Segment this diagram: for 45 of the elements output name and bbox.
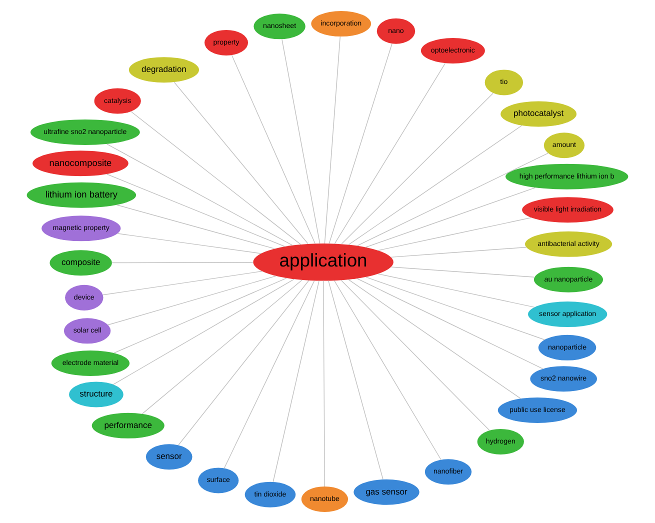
connector (108, 276, 276, 326)
connector (111, 262, 254, 264)
connector (282, 39, 320, 244)
connector (348, 125, 522, 246)
node-ellipse: lithium ion battery (26, 182, 136, 208)
connector (341, 92, 494, 244)
connector (378, 217, 532, 251)
node-ellipse: sensor (146, 444, 192, 470)
connector (224, 280, 315, 468)
connector (378, 274, 535, 308)
connector (231, 54, 316, 244)
connector (390, 266, 535, 278)
connector (174, 82, 308, 244)
connector (356, 278, 544, 370)
connector (112, 278, 295, 385)
connector (142, 280, 302, 414)
node-ellipse: performance (92, 412, 164, 438)
node-ellipse: composite (50, 250, 112, 276)
connector (102, 270, 262, 296)
node-ellipse: degradation (128, 57, 200, 83)
node-ellipse: gas sensor (354, 479, 420, 505)
connector (365, 276, 546, 340)
connector (328, 280, 384, 480)
connector (328, 43, 392, 244)
connector (114, 278, 288, 354)
connector (356, 152, 548, 246)
connector (348, 279, 521, 399)
connector (324, 36, 341, 244)
node-ellipse: nanocomposite (32, 150, 128, 176)
connector (106, 174, 286, 247)
node-ellipse: structure (69, 382, 124, 408)
connector (117, 233, 262, 254)
connector (130, 111, 302, 245)
connector (334, 63, 446, 244)
connector (323, 280, 326, 487)
connector (272, 280, 320, 482)
node-ellipse: application (253, 244, 394, 281)
connector (365, 187, 536, 248)
node-ellipse: photocatalyst (500, 101, 577, 127)
connector (106, 144, 294, 246)
connector (390, 246, 527, 258)
connector (178, 280, 310, 446)
connector (334, 280, 442, 460)
connector (340, 280, 490, 431)
connector (116, 204, 275, 250)
